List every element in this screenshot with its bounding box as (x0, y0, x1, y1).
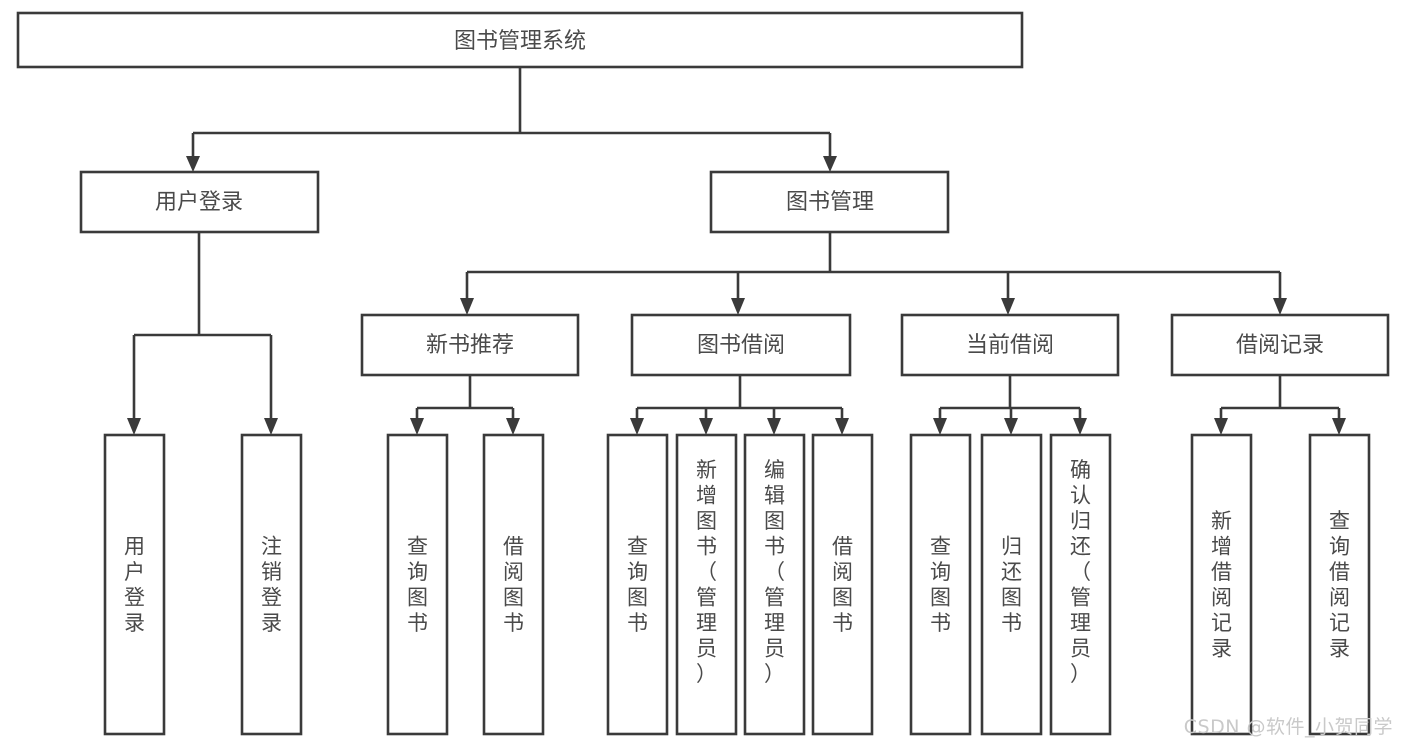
leaf-node-box[interactable] (386, 433, 449, 736)
leaf-node[interactable]: 编辑图书（管理员） (743, 433, 806, 736)
node-current-borrow-box[interactable] (900, 313, 1120, 377)
leaf-node-label: 查询借阅记录 (1329, 509, 1350, 661)
node-book-borrow-label: 图书借阅 (697, 333, 785, 358)
node-root[interactable]: 图书管理系统 (16, 11, 1024, 69)
node-borrow-record-box[interactable] (1170, 313, 1390, 377)
leaf-node[interactable]: 借阅图书 (811, 433, 874, 736)
arrow-head-leaf-add-book (699, 418, 713, 435)
leaf-node[interactable]: 借阅图书 (482, 433, 545, 736)
node-current-borrow[interactable]: 当前借阅 (900, 313, 1120, 377)
leaf-node-label: 查询图书 (407, 534, 428, 635)
leaf-node[interactable]: 查询图书 (909, 433, 972, 736)
node-user-login-label: 用户登录 (155, 190, 243, 215)
leaf-node-label: 编辑图书（管理员） (764, 458, 785, 686)
leaf-node-label: 查询图书 (627, 534, 648, 635)
node-root-label: 图书管理系统 (454, 29, 586, 54)
leaf-node-box[interactable] (909, 433, 972, 736)
arrow-head-user-login (186, 156, 200, 172)
arrow-head-leaf-logout (264, 418, 278, 435)
arrow-head-leaf-confirm-return (1073, 418, 1087, 435)
arrow-head-leaf-query-book-3 (933, 418, 947, 435)
leaf-node[interactable]: 新增图书（管理员） (675, 433, 738, 736)
leaf-node[interactable]: 确认归还（管理员） (1049, 433, 1112, 736)
node-user-login-box[interactable] (79, 170, 320, 234)
node-book-borrow-box[interactable] (630, 313, 852, 377)
node-new-book-recommend-label: 新书推荐 (426, 333, 514, 358)
arrow-head-book-mgmt (823, 156, 837, 172)
arrow-head-leaf-edit-book (767, 418, 781, 435)
leaf-node-label: 确认归还（管理员） (1070, 458, 1091, 686)
node-new-book-recommend-box[interactable] (360, 313, 580, 377)
arrow-head-leaf-borrow-book-2 (835, 418, 849, 435)
leaf-node-label: 注销登录 (261, 534, 282, 635)
arrow-head-current-borrow (1001, 298, 1015, 315)
leaf-node-label: 借阅图书 (503, 534, 524, 635)
arrow-head-leaf-return-book (1004, 418, 1018, 435)
node-book-management-box[interactable] (709, 170, 950, 234)
leaf-node-box[interactable] (1049, 433, 1112, 736)
arrow-head-borrow-record (1273, 298, 1287, 315)
leaf-node[interactable]: 注销登录 (240, 433, 303, 736)
leaf-node-box[interactable] (606, 433, 669, 736)
node-book-borrow[interactable]: 图书借阅 (630, 313, 852, 377)
arrow-head-book-borrow (731, 298, 745, 315)
leaf-node[interactable]: 查询图书 (386, 433, 449, 736)
node-new-book-recommend[interactable]: 新书推荐 (360, 313, 580, 377)
arrow-head-leaf-query-book-1 (410, 418, 424, 435)
leaf-node[interactable]: 用户登录 (103, 433, 166, 736)
leaf-node-box[interactable] (1308, 433, 1371, 736)
leaf-node-box[interactable] (482, 433, 545, 736)
leaf-node-label: 用户登录 (124, 534, 145, 635)
leaf-node[interactable]: 查询图书 (606, 433, 669, 736)
leaf-node-label: 新增图书（管理员） (696, 458, 717, 686)
leaf-node-layer: 用户登录 注销登录 查询图书 借阅图书 查询图书 新增图书（管理员） 编辑图书（管理员） 借阅… (103, 433, 1371, 736)
leaf-node-label: 归还图书 (1001, 534, 1022, 635)
leaf-node-box[interactable] (1190, 433, 1253, 736)
watermark-label: CSDN @软件_小贺同学 (1183, 716, 1393, 738)
leaf-node-label: 新增借阅记录 (1211, 509, 1232, 661)
leaf-node[interactable]: 查询借阅记录 (1308, 433, 1371, 736)
leaf-node-box[interactable] (240, 433, 303, 736)
leaf-node-box[interactable] (743, 433, 806, 736)
leaf-node-label: 借阅图书 (832, 534, 853, 635)
leaf-node-box[interactable] (103, 433, 166, 736)
arrow-head-leaf-query-book-2 (630, 418, 644, 435)
node-book-management[interactable]: 图书管理 (709, 170, 950, 234)
arrow-head-leaf-user-login (127, 418, 141, 435)
connector-layer (127, 67, 1346, 435)
leaf-node-box[interactable] (811, 433, 874, 736)
leaf-node[interactable]: 新增借阅记录 (1190, 433, 1253, 736)
arrow-head-leaf-query-record (1332, 418, 1346, 435)
leaf-node-label: 查询图书 (930, 534, 951, 635)
arrow-head-new-book-rec (460, 298, 474, 315)
node-borrow-record[interactable]: 借阅记录 (1170, 313, 1390, 377)
leaf-node-box[interactable] (980, 433, 1043, 736)
leaf-node-box[interactable] (675, 433, 738, 736)
arrow-head-leaf-borrow-book-1 (506, 418, 520, 435)
node-root-box[interactable] (16, 11, 1024, 69)
arrow-head-leaf-add-record (1214, 418, 1228, 435)
leaf-node[interactable]: 归还图书 (980, 433, 1043, 736)
node-book-management-label: 图书管理 (786, 190, 874, 215)
node-borrow-record-label: 借阅记录 (1236, 333, 1324, 358)
node-current-borrow-label: 当前借阅 (966, 333, 1054, 358)
node-user-login[interactable]: 用户登录 (79, 170, 320, 234)
